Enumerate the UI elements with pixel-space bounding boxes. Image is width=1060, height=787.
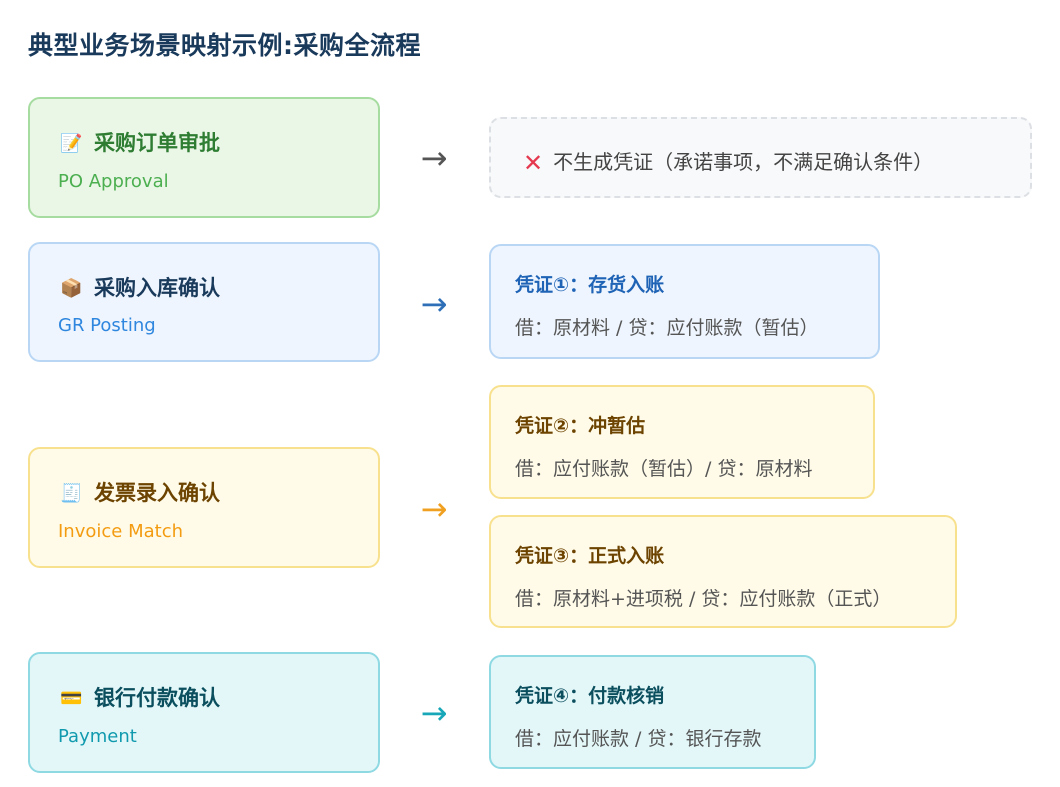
step-invoice-match: 🧾 发票录入确认 Invoice Match [28, 447, 380, 568]
receipt-icon: 🧾 [60, 483, 83, 504]
voucher-1: 凭证①：存货入账 借：原材料 / 贷：应付账款（暂估） [489, 244, 880, 359]
voucher-title: 凭证②：冲暂估 [515, 415, 646, 437]
voucher-title: 凭证④：付款核销 [515, 685, 665, 707]
credit-card-icon: 💳 [60, 688, 83, 709]
step-gr-posting: 📦 采购入库确认 GR Posting [28, 242, 380, 362]
no-voucher-box: ✕ 不生成凭证（承诺事项，不满足确认条件） [489, 117, 1032, 198]
voucher-body: 借：应付账款 / 贷：银行存款 [515, 728, 762, 750]
voucher-body: 借：原材料 / 贷：应付账款（暂估） [515, 317, 819, 339]
cross-icon: ✕ [523, 149, 544, 177]
voucher-title: 凭证③：正式入账 [515, 545, 665, 567]
step-title: 采购订单审批 [94, 131, 220, 155]
step-title: 发票录入确认 [94, 481, 220, 505]
step-po-approval: 📝 采购订单审批 PO Approval [28, 97, 380, 218]
voucher-title: 凭证①：存货入账 [515, 274, 665, 296]
voucher-body: 借：原材料+进项税 / 贷：应付账款（正式） [515, 588, 892, 610]
arrow-right-icon: → [420, 285, 448, 323]
step-payment: 💳 银行付款确认 Payment [28, 652, 380, 773]
memo-icon: 📝 [60, 133, 83, 154]
step-subtitle: Payment [58, 726, 137, 747]
no-voucher-text: 不生成凭证（承诺事项，不满足确认条件） [553, 150, 934, 174]
voucher-3: 凭证③：正式入账 借：原材料+进项税 / 贷：应付账款（正式） [489, 515, 957, 628]
step-title: 采购入库确认 [94, 276, 220, 300]
page-title: 典型业务场景映射示例:采购全流程 [28, 31, 421, 60]
step-subtitle: PO Approval [58, 171, 169, 192]
arrow-right-icon: → [420, 139, 448, 177]
step-subtitle: GR Posting [58, 315, 156, 336]
arrow-right-icon: → [420, 490, 448, 528]
voucher-2: 凭证②：冲暂估 借：应付账款（暂估）/ 贷：原材料 [489, 385, 875, 499]
step-title: 银行付款确认 [94, 686, 220, 710]
voucher-4: 凭证④：付款核销 借：应付账款 / 贷：银行存款 [489, 655, 816, 769]
step-subtitle: Invoice Match [58, 521, 183, 542]
package-icon: 📦 [60, 278, 83, 299]
arrow-right-icon: → [420, 694, 448, 732]
voucher-body: 借：应付账款（暂估）/ 贷：原材料 [515, 458, 813, 480]
